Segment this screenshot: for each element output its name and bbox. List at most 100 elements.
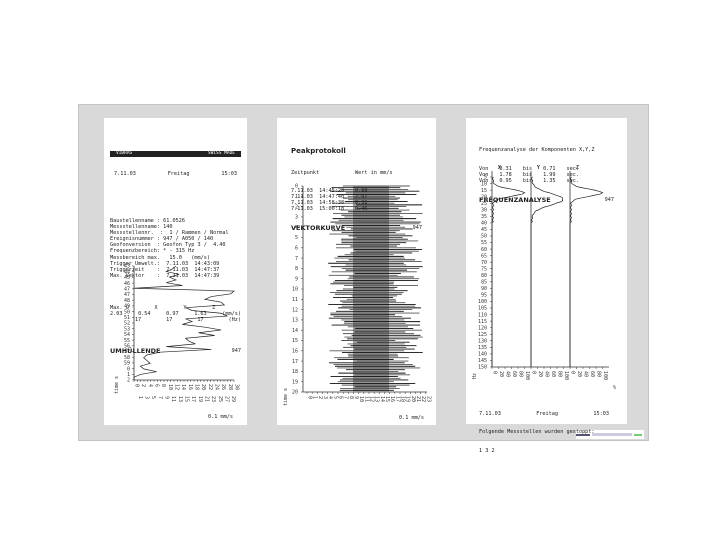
y-tick-label: 65 xyxy=(481,253,487,259)
info-line: Messbereich max. 15.0 (mm/s) xyxy=(110,254,210,261)
x-tick-label: 0 xyxy=(492,371,498,374)
y-tick-label: 52 xyxy=(124,321,130,327)
range-cell: bis xyxy=(522,177,533,184)
unit-label: 0.1 mm/s xyxy=(399,415,424,421)
axis-label: time s xyxy=(283,388,289,406)
x-tick-label: 9 xyxy=(353,396,359,399)
y-tick-label: 14 xyxy=(292,328,298,334)
day: Freitag xyxy=(167,170,190,177)
x-tick-label: 11 xyxy=(363,396,369,402)
spectrum-line xyxy=(569,176,604,367)
info-line: Triggerzeit : 7.11.03 14:47:37 xyxy=(110,266,220,273)
y-tick-label: 55 xyxy=(124,338,130,344)
day: Freitag xyxy=(536,411,559,418)
x-tick-label: 0 xyxy=(531,371,537,374)
y-tick-label: 11 xyxy=(292,297,298,303)
x-tick-label: 27 xyxy=(224,396,230,402)
x-tick-label: 12 xyxy=(174,384,180,390)
info-line: Messstellenname: 140 xyxy=(110,224,173,231)
y-tick-label: 95 xyxy=(481,293,487,299)
unit-label: 0.1 mm/s xyxy=(208,414,233,420)
y-tick-label: 55 xyxy=(481,240,487,246)
peak-value: 0.98 xyxy=(355,187,368,194)
y-tick-label: 45 xyxy=(481,227,487,233)
y-tick-label: 53 xyxy=(124,326,130,332)
x-tick-label: 1 xyxy=(137,396,143,399)
spectrum-line xyxy=(491,176,526,367)
plot-id: 947 xyxy=(231,347,241,354)
max-cell: Z xyxy=(212,305,216,312)
plot-title: VEKTORKURVE xyxy=(291,224,346,233)
x-tick-label: 23 xyxy=(210,396,216,402)
plot-id: 947 xyxy=(412,225,422,232)
x-tick-label: 21 xyxy=(415,396,421,402)
x-tick-label: 14 xyxy=(379,396,385,402)
y-tick-label: 6 xyxy=(295,246,298,252)
x-tick-label: 0 xyxy=(307,396,313,399)
y-tick-label: 45 xyxy=(124,275,130,281)
y-tick-label: 44 xyxy=(124,269,130,275)
x-tick-label: 2 xyxy=(140,384,146,387)
x-tick-label: 4 xyxy=(327,396,333,399)
info-line: Ereignisnummer : 947 / A050 / 140 xyxy=(110,236,214,243)
x-tick-label: 20 xyxy=(410,396,416,402)
x-tick-label: 24 xyxy=(214,384,220,390)
x-tick-label: 40 xyxy=(544,371,550,377)
y-tick-label: 20 xyxy=(292,390,298,396)
x-tick-label: 8 xyxy=(160,384,166,387)
channel-label: Z xyxy=(576,165,579,171)
y-tick-label: 1 xyxy=(295,194,298,200)
axis-label: Hz xyxy=(472,373,478,379)
max-cell: (mm/s) xyxy=(222,311,241,318)
envelope-chart: 4344454647474849505152535455565758590120… xyxy=(114,264,240,402)
y-tick-label: 1 xyxy=(127,372,130,378)
plot-title: FREQUENZANALYSE xyxy=(479,196,551,205)
range-cell: 0.31 xyxy=(499,165,512,172)
x-tick-label: 14 xyxy=(180,384,186,390)
range-cell: bis xyxy=(522,165,533,172)
y-tick-label: 30 xyxy=(481,207,487,213)
stopped-text: Folgende Messstellen wurden gestoppt: xyxy=(479,429,595,436)
y-tick-label: 40 xyxy=(481,221,487,227)
range-cell: 1.35 xyxy=(543,177,556,184)
axis-label: time s xyxy=(114,376,120,394)
brand-tag: SWISS MADE xyxy=(207,151,235,157)
range-cell: sec. xyxy=(566,171,580,178)
x-tick-label: 13 xyxy=(177,396,183,402)
x-tick-label: 25 xyxy=(217,396,223,402)
y-tick-label: 135 xyxy=(478,345,487,351)
max-cell: 17 xyxy=(197,317,204,324)
peak-time: 7.11.03 14:47:40 xyxy=(291,193,345,200)
y-tick-label: 2 xyxy=(127,378,130,384)
max-cell: (Hz) xyxy=(228,317,242,324)
time: 15:03 xyxy=(221,170,237,177)
y-tick-label: 47 xyxy=(124,287,130,293)
range-cell: sec. xyxy=(566,165,580,172)
x-tick-label: 4 xyxy=(147,384,153,387)
x-tick-label: 18 xyxy=(400,396,406,402)
y-tick-label: 10 xyxy=(292,287,298,293)
x-tick-label: 80 xyxy=(557,371,563,377)
envelope-line xyxy=(133,265,235,380)
x-tick-label: 12 xyxy=(369,396,375,402)
x-tick-label: 100 xyxy=(602,371,608,380)
peak-value: 0.32 xyxy=(355,200,368,207)
x-tick-label: 7 xyxy=(343,396,349,399)
y-tick-label: 75 xyxy=(481,266,487,272)
y-tick-label: 90 xyxy=(481,286,487,292)
x-tick-label: 6 xyxy=(338,396,344,399)
range-cell: Von xyxy=(479,177,489,184)
info-line: Baustellenname : 61.0526 xyxy=(110,217,185,224)
x-tick-label: 7 xyxy=(157,396,163,399)
x-tick-label: 60 xyxy=(550,371,556,377)
y-tick-label: 110 xyxy=(478,312,487,318)
peak-time: 7.11.03 15:00:18 xyxy=(291,206,345,213)
x-tick-label: 100 xyxy=(524,371,530,380)
y-tick-label: 120 xyxy=(478,325,487,331)
